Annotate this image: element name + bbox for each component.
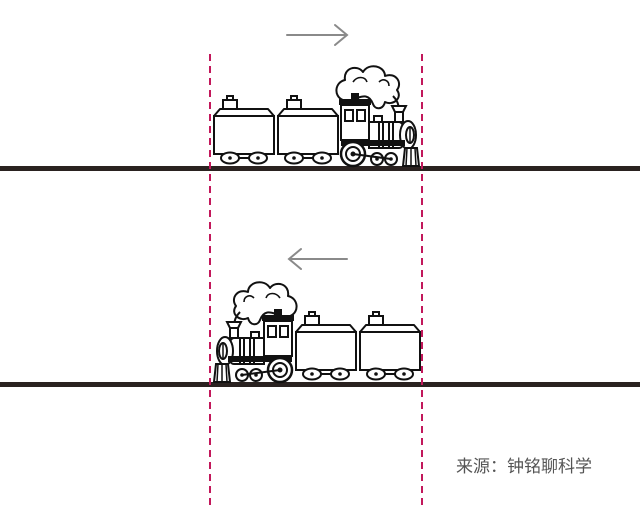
steam-locomotive-icon (212, 280, 298, 384)
rail-top (0, 166, 640, 171)
source-caption: 来源：钟铭聊科学 (456, 457, 592, 477)
arrow-left-icon (287, 248, 348, 270)
arrow-right-icon (286, 24, 349, 46)
train-car-icon (213, 95, 275, 165)
train-car-icon (277, 95, 339, 165)
rail-bottom (0, 382, 640, 387)
train-car-icon (359, 311, 421, 381)
train-bottom (212, 280, 421, 384)
train-car-icon (295, 311, 357, 381)
train-top (213, 64, 421, 168)
steam-locomotive-icon (335, 64, 421, 168)
